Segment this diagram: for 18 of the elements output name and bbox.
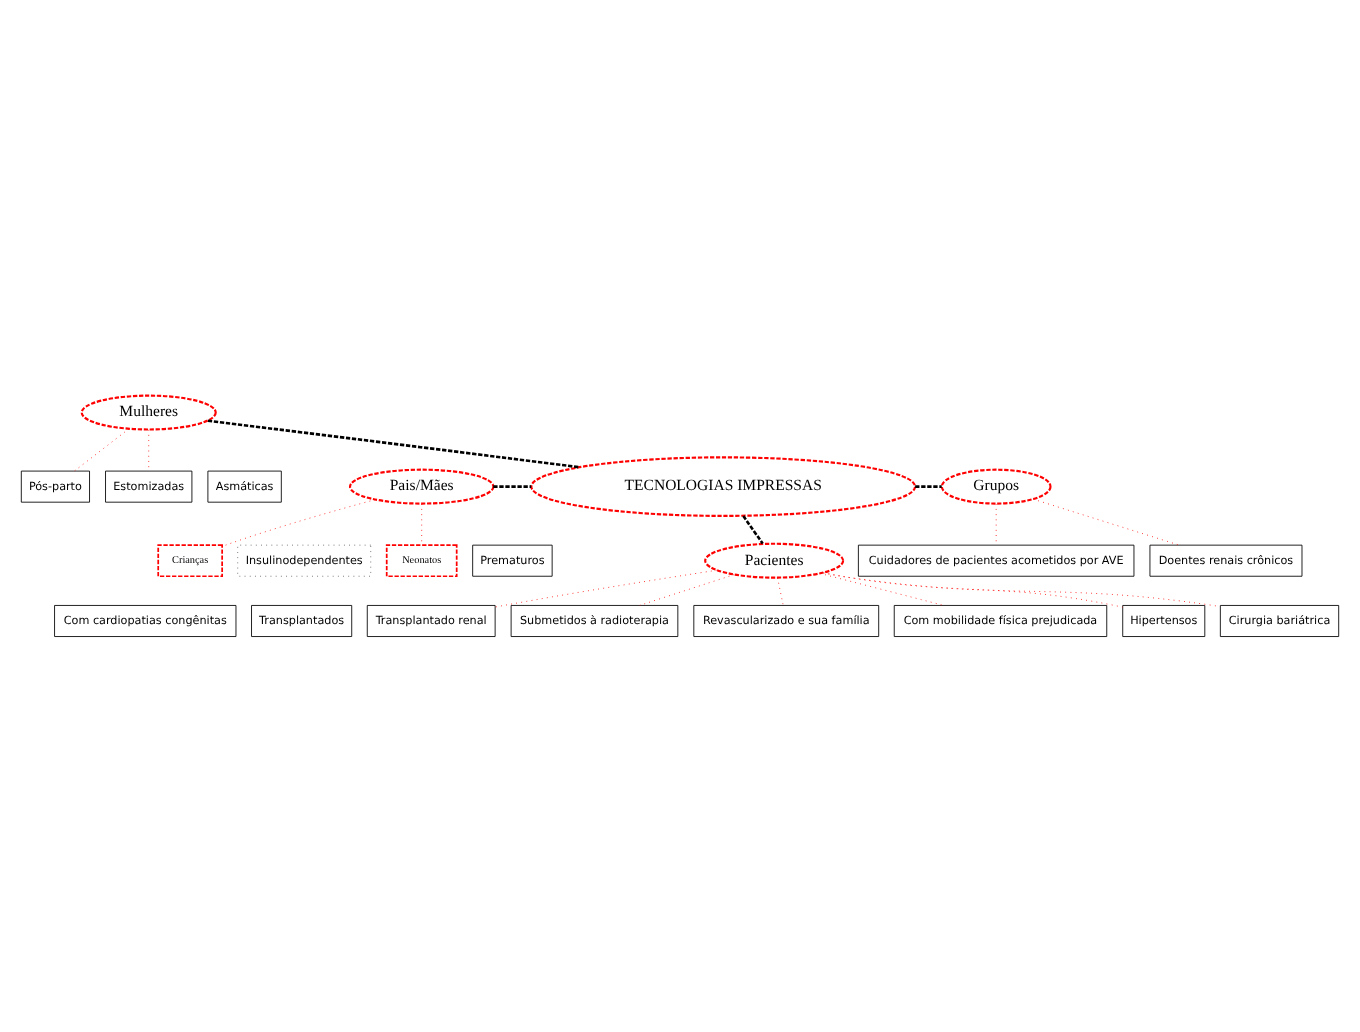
node-ellipse: Pacientes	[704, 542, 845, 579]
connector	[207, 419, 580, 469]
connector	[421, 503, 423, 546]
connector	[822, 572, 1221, 607]
node-ellipse: TECNOLOGIAS IMPRESSAS	[530, 456, 917, 517]
connector	[74, 428, 130, 472]
connector	[742, 515, 764, 545]
connector	[823, 572, 1123, 608]
node-ellipse: Grupos	[940, 468, 1052, 505]
node-ellipse: Pais/Mães	[348, 468, 495, 505]
connector	[819, 573, 945, 606]
connector	[639, 574, 735, 606]
connector	[915, 485, 942, 488]
connector	[995, 503, 997, 546]
node-ellipse: Mulheres	[80, 394, 217, 431]
connector	[493, 485, 532, 488]
connector	[148, 429, 150, 472]
connector	[221, 499, 376, 547]
